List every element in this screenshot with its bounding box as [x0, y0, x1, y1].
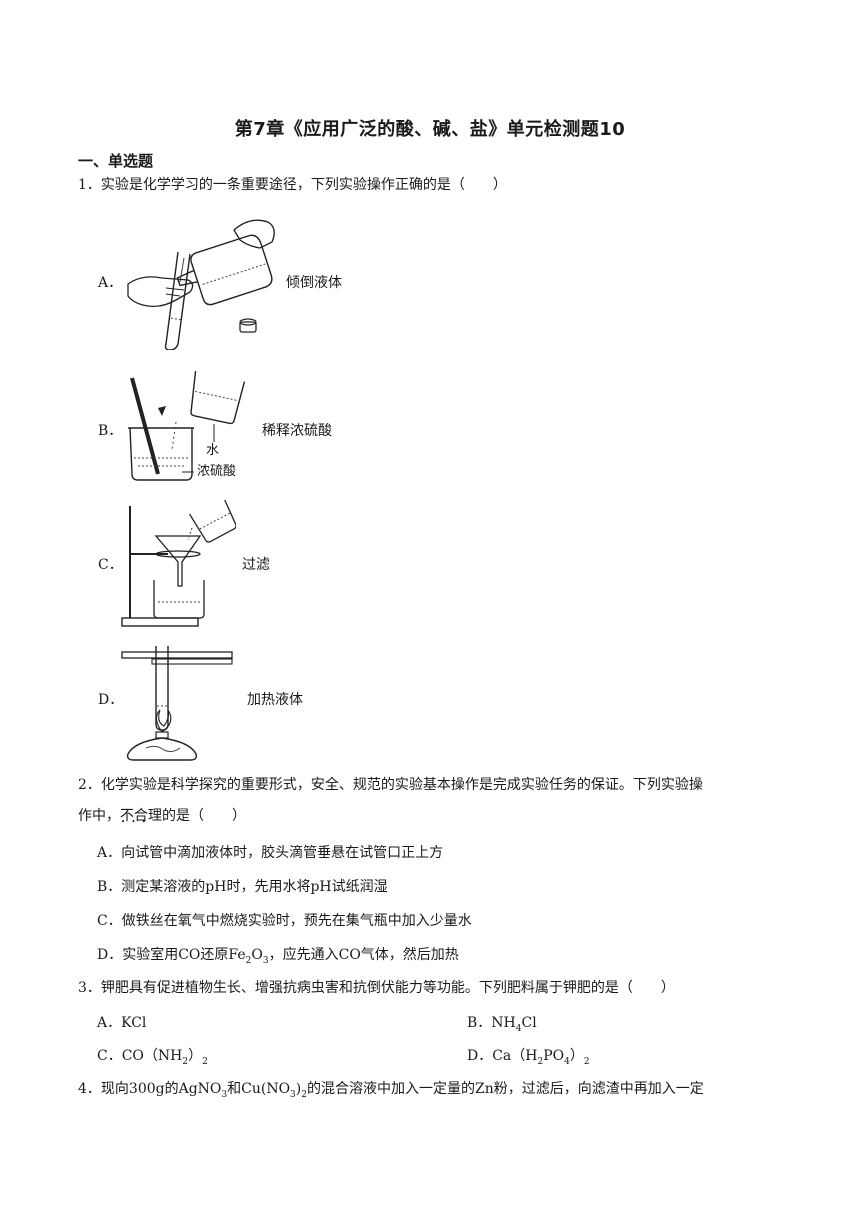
q1-option-c-caption: 过滤 — [242, 557, 270, 573]
q3-option-b: B．NH4Cl — [467, 1013, 537, 1039]
q2-option-a: A．向试管中滴加液体时，胶头滴管垂悬在试管口正上方 — [97, 845, 444, 861]
q3-option-d-text-a: D．Ca（H — [467, 1048, 538, 1064]
q3-option-d-text-b: PO — [543, 1048, 565, 1064]
q4-stem-sub3: 2 — [301, 1089, 307, 1100]
q3-option-c-text-b: ） — [188, 1048, 203, 1064]
q3-option-d-sub3: 2 — [583, 1056, 590, 1067]
q2-option-d-text-b: O — [251, 947, 263, 963]
pouring-liquid-figure — [127, 219, 275, 350]
q4-stem: 4．现向300g的AgNO3和Cu(NO3)2的混合溶液中加入一定量的Zn粉，过… — [78, 1079, 704, 1105]
q1-option-a-letter: A． — [98, 275, 123, 291]
section-heading: 一、单选题 — [78, 152, 154, 170]
q4-stem-sub2: 3 — [290, 1089, 296, 1100]
q3-option-c-sub1: 2 — [182, 1056, 189, 1067]
q3-option-d-sub1: 2 — [537, 1056, 544, 1067]
q3-option-d: D．Ca（H2PO4）2 — [467, 1046, 590, 1072]
q2-stem-line2-suffix: 的是（ ） — [162, 808, 246, 824]
q2-option-d: D．实验室用CO还原Fe2O3，应先通入CO气体，然后加热 — [97, 945, 459, 971]
q2-option-d-sub1: 2 — [245, 955, 252, 966]
q4-stem-text-d: 的混合溶液中加入一定量的Zn粉，过滤后，向滤渣中再加入一定 — [306, 1081, 704, 1097]
q4-stem-text-b: 和Cu(NO — [227, 1081, 291, 1097]
q4-stem-text-c: ) — [295, 1081, 302, 1097]
q4-stem-sub1: 3 — [221, 1089, 228, 1100]
q2-stem-line2: 作中，不合理的是（ ） — [78, 806, 246, 826]
q2-option-d-sub2: 3 — [262, 955, 269, 966]
q2-option-d-text-a: D．实验室用CO还原Fe — [97, 947, 246, 963]
q1-option-b-acid-label: 浓硫酸 — [197, 464, 237, 479]
q3-option-d-text-c: ） — [569, 1048, 584, 1064]
q3-option-b-text-b: Cl — [521, 1015, 537, 1031]
q2-option-c: C．做铁丝在氧气中燃烧实验时，预先在集气瓶中加入少量水 — [97, 913, 472, 929]
q2-stem-line1: 2．化学实验是科学探究的重要形式，安全、规范的实验基本操作是完成实验任务的保证。… — [78, 777, 703, 793]
q4-stem-text-a: 4．现向300g的AgNO — [78, 1081, 222, 1097]
q3-option-b-sub: 4 — [515, 1023, 522, 1034]
q2-option-b: B．测定某溶液的pH时，先用水将pH试纸润湿 — [97, 879, 388, 895]
diluting-acid-figure — [128, 371, 246, 481]
q1-option-b-water-label: 水 — [206, 443, 220, 458]
q1-option-b-caption: 稀释浓硫酸 — [262, 423, 332, 439]
q3-option-c: C．CO（NH2）2 — [97, 1046, 208, 1072]
heating-liquid-figure — [121, 646, 233, 761]
q3-option-c-text-a: C．CO（NH — [97, 1048, 183, 1064]
q2-stem-emphasis: 不合理 — [120, 808, 162, 824]
document-title: 第7章《应用广泛的酸、碱、盐》单元检测题10 — [234, 119, 626, 140]
q3-option-d-sub2: 4 — [564, 1056, 570, 1067]
q1-option-d-letter: D． — [98, 692, 124, 708]
filtration-figure — [121, 500, 236, 627]
q1-option-b-letter: B． — [98, 423, 123, 439]
q3-option-b-text-a: B．NH — [467, 1015, 516, 1031]
q2-stem-line2-prefix: 作中， — [78, 808, 120, 824]
q1-option-d-caption: 加热液体 — [247, 692, 303, 708]
q3-option-a: A．KCl — [97, 1015, 147, 1031]
q3-option-c-sub2: 2 — [202, 1056, 208, 1067]
q1-option-a-caption: 倾倒液体 — [286, 275, 342, 291]
q2-option-d-text-c: ，应先通入CO气体，然后加热 — [268, 947, 459, 963]
q3-stem: 3．钾肥具有促进植物生长、增强抗病虫害和抗倒伏能力等功能。下列肥料属于钾肥的是（… — [78, 980, 675, 996]
q1-stem: 1．实验是化学学习的一条重要途径，下列实验操作正确的是（ ） — [78, 177, 507, 193]
q1-option-c-letter: C． — [98, 557, 123, 573]
